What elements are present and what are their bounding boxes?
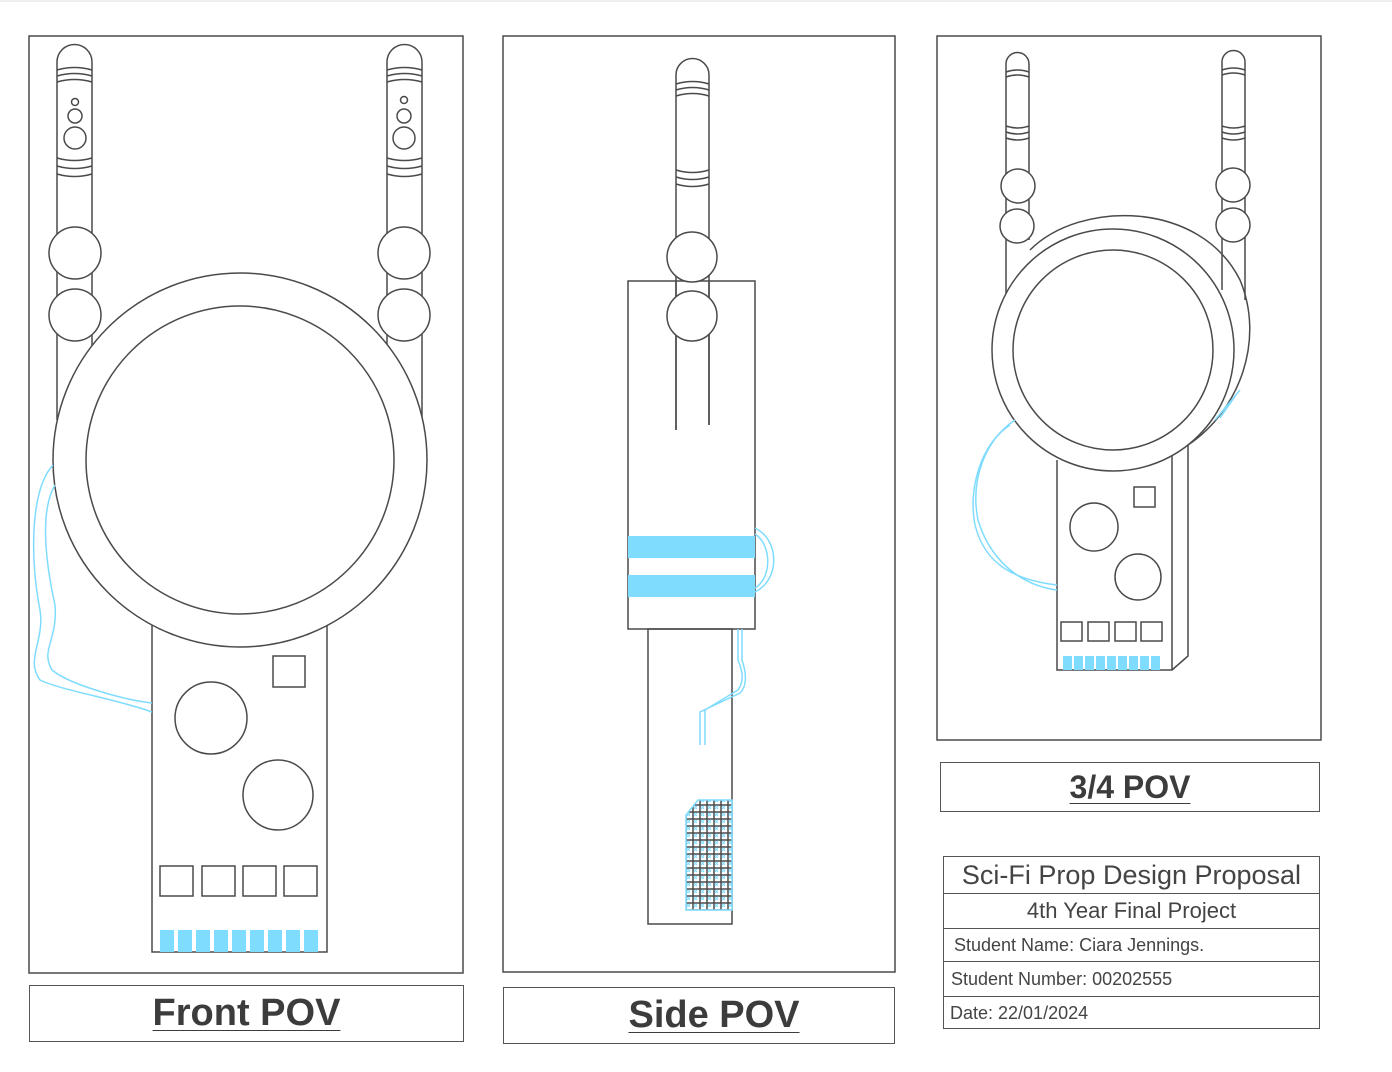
tq-light-strip bbox=[1063, 656, 1160, 670]
side-knob bbox=[666, 231, 718, 283]
front-lens bbox=[85, 305, 395, 615]
front-key bbox=[159, 865, 194, 897]
front-outer-ring bbox=[52, 272, 428, 648]
title-block-subtitle: 4th Year Final Project bbox=[944, 894, 1319, 929]
front-view-frame bbox=[28, 35, 464, 974]
side-grip-texture bbox=[685, 799, 733, 911]
three-quarter-view-label-box: 3/4 POV bbox=[940, 762, 1320, 812]
tq-lens bbox=[1012, 249, 1214, 451]
tq-ring-back bbox=[1029, 215, 1251, 446]
student-number: Student Number: 00202555 bbox=[944, 962, 1319, 997]
front-body bbox=[151, 599, 328, 953]
front-dial-2 bbox=[242, 759, 314, 831]
side-light-band bbox=[628, 575, 755, 597]
tq-outer-ring bbox=[991, 228, 1235, 472]
side-view-frame bbox=[502, 35, 896, 973]
tq-right-antenna bbox=[1215, 49, 1251, 300]
date: Date: 22/01/2024 bbox=[950, 1002, 1089, 1023]
tq-dial-1 bbox=[1069, 502, 1119, 552]
front-view-label-box: Front POV bbox=[29, 985, 464, 1042]
side-antenna bbox=[675, 57, 710, 430]
right-antenna bbox=[377, 43, 431, 420]
side-view-drawing bbox=[627, 57, 775, 925]
student-name: Student Name: Ciara Jennings. bbox=[944, 929, 1319, 962]
side-knob bbox=[666, 290, 718, 342]
title-block-title: Sci-Fi Prop Design Proposal bbox=[944, 857, 1319, 894]
three-quarter-view-drawing bbox=[972, 49, 1251, 671]
front-key bbox=[242, 865, 277, 897]
page-top-border bbox=[0, 0, 1392, 2]
front-key bbox=[283, 865, 318, 897]
tq-cable bbox=[972, 389, 1241, 591]
tq-body bbox=[1056, 445, 1189, 671]
tq-left-antenna bbox=[999, 51, 1036, 300]
side-view-label-box: Side POV bbox=[503, 987, 895, 1044]
front-square-button bbox=[272, 655, 306, 688]
front-light-strip bbox=[160, 930, 318, 952]
title-block: Sci-Fi Prop Design Proposal 4th Year Fin… bbox=[943, 856, 1320, 1029]
three-quarter-view-frame bbox=[936, 35, 1322, 741]
side-handle bbox=[647, 628, 733, 925]
three-quarter-view-label: 3/4 POV bbox=[1069, 768, 1191, 805]
tq-square-button bbox=[1133, 486, 1156, 508]
front-dial-1 bbox=[174, 681, 248, 755]
front-cable bbox=[32, 464, 153, 713]
left-antenna bbox=[48, 43, 102, 420]
front-view-label: Front POV bbox=[152, 992, 341, 1034]
front-view-drawing bbox=[32, 43, 431, 953]
tq-dial-2 bbox=[1114, 553, 1162, 601]
front-key bbox=[201, 865, 236, 897]
side-light-band bbox=[628, 536, 755, 558]
side-view-label: Side POV bbox=[628, 994, 800, 1036]
